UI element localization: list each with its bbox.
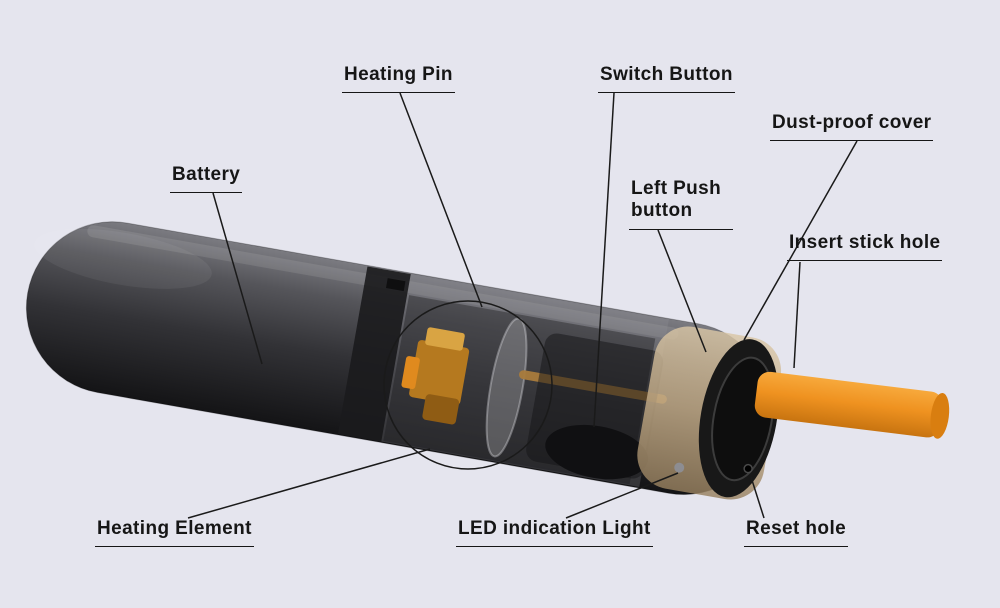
label-battery: Battery: [170, 164, 243, 193]
left-highlight: [34, 228, 212, 289]
label-switch-button: Switch Button: [598, 64, 735, 93]
leader-led-indication-light: [565, 472, 679, 519]
leader-insert-stick-hole: [793, 261, 801, 369]
heating-element-graphic: [401, 327, 470, 425]
annotation-circle: [383, 300, 553, 470]
leader-lines: [187, 92, 858, 519]
device-body: [25, 221, 782, 500]
leader-heating-element: [187, 448, 431, 519]
leader-dust-proof-cover: [743, 140, 858, 341]
tobacco-stick-graphic: [754, 371, 950, 439]
label-dust-proof-cover: Dust-proof cover: [770, 112, 934, 141]
leader-heating-pin: [399, 92, 483, 308]
leader-left-push-button: [657, 229, 707, 353]
top-notch: [385, 278, 406, 292]
reset-hole-graphic: [743, 463, 753, 474]
leader-switch-button: [593, 92, 615, 428]
label-insert-stick-hole: Insert stick hole: [787, 232, 943, 261]
label-heating-pin: Heating Pin: [342, 64, 455, 93]
label-heating-element: Heating Element: [95, 518, 254, 547]
label-reset-hole: Reset hole: [744, 518, 849, 547]
label-left-push-button: Left Push button: [629, 178, 733, 230]
switch-button-graphic: [545, 424, 649, 480]
leader-battery: [212, 192, 263, 365]
led-dot-graphic: [674, 462, 685, 473]
separator-band: [337, 266, 411, 442]
leader-reset-hole: [750, 476, 765, 519]
label-led-indication-light: LED indication Light: [456, 518, 653, 547]
